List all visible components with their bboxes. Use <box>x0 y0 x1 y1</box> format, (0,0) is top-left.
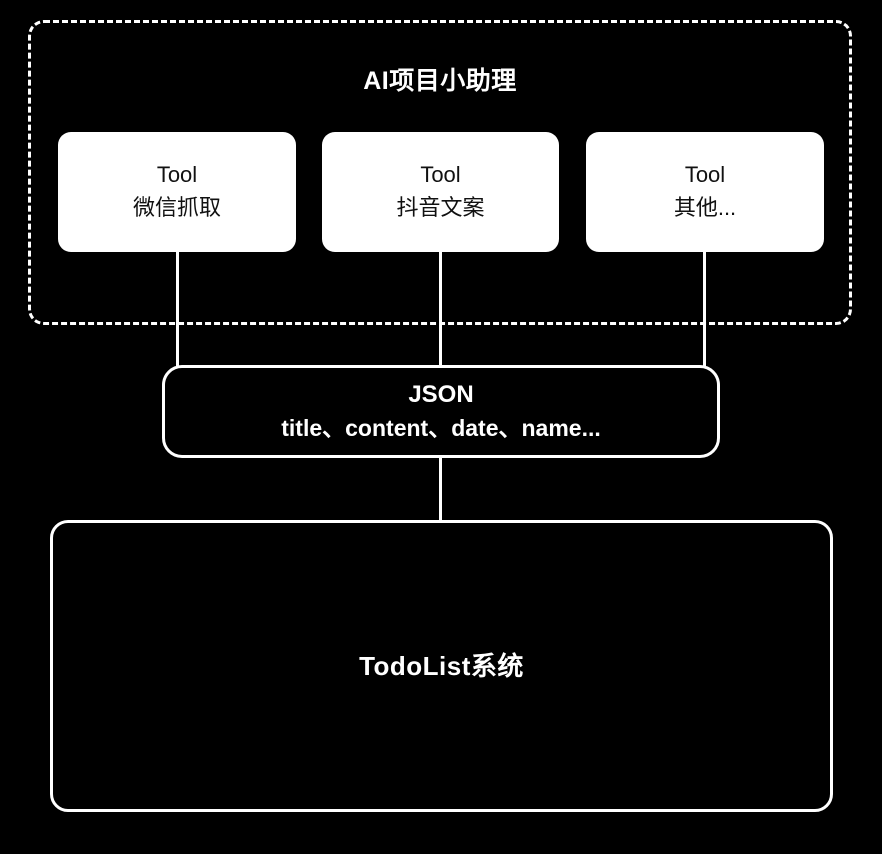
agent-group-title: AI项目小助理 <box>363 67 517 95</box>
json-node: JSON title、content、date、name... <box>162 365 720 458</box>
connector-wechat-to-json <box>176 250 179 367</box>
tool-kind-label: Tool <box>420 162 461 187</box>
tool-name-label: 其他... <box>673 195 737 220</box>
connector-douyin-to-json <box>439 250 442 367</box>
tool-card-douyin[interactable]: Tool 抖音文案 <box>322 132 559 252</box>
connector-json-to-system <box>439 456 442 522</box>
tool-name-label: 微信抓取 <box>132 195 221 220</box>
json-node-fields: title、content、date、name... <box>281 414 601 441</box>
tool-kind-label: Tool <box>684 162 726 187</box>
tool-card-wechat[interactable]: Tool 微信抓取 <box>58 132 296 252</box>
json-node-title: JSON <box>408 380 474 408</box>
system-node-label: TodoList系统 <box>359 651 524 681</box>
tool-card-other[interactable]: Tool 其他... <box>586 132 824 252</box>
system-node: TodoList系统 <box>50 520 833 812</box>
tool-name-label: 抖音文案 <box>396 195 485 220</box>
tool-kind-label: Tool <box>156 162 198 187</box>
connector-other-to-json <box>703 250 706 367</box>
